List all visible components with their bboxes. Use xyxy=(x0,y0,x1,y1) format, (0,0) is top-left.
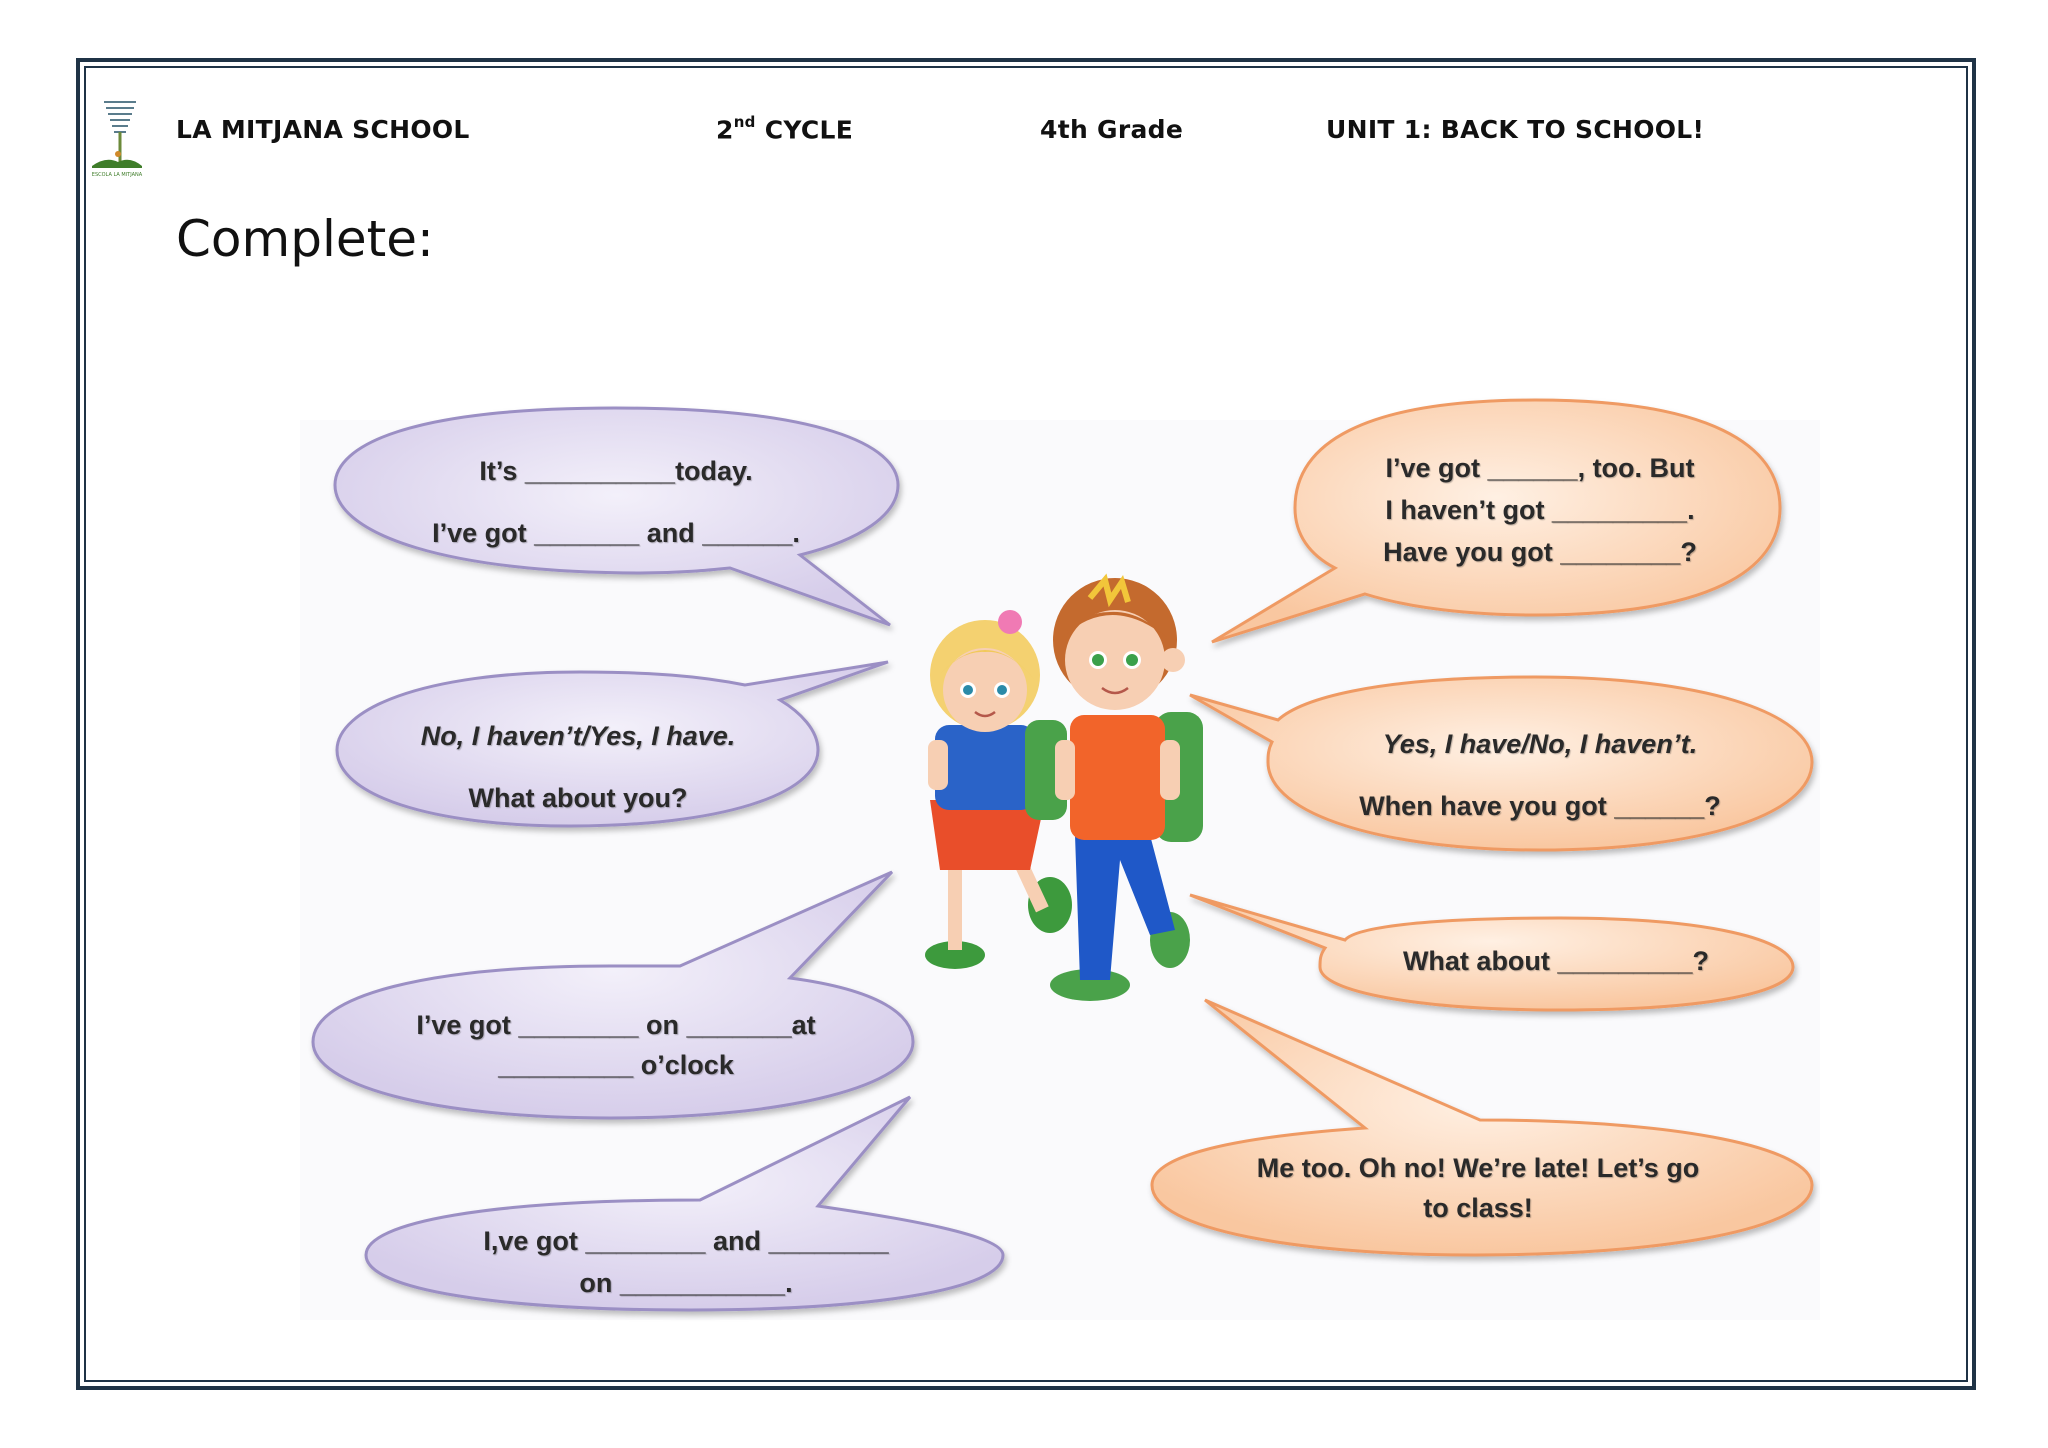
girl-figure xyxy=(925,610,1072,969)
right-bubble-3 xyxy=(1189,893,1795,1012)
left-bubble-4-text: I,ve got ________ and ________ on ______… xyxy=(483,1226,889,1298)
school-logo: ESCOLA LA MITJANA xyxy=(92,101,143,178)
cycle-label: 2nd CYCLE xyxy=(716,113,854,145)
left-bubble-1 xyxy=(333,406,900,627)
right-bubble-4-text: Me too. Oh no! We’re late! Let’s go to c… xyxy=(1256,1153,1700,1223)
right-bubble-3-text: What about _________? xyxy=(1402,946,1710,976)
right-bubble-1-text: I’ve got ______, too. But I haven’t got … xyxy=(1383,453,1697,567)
instruction-heading: Complete: xyxy=(176,210,434,268)
left-bubble-3-text: I’ve got ________ on _______at _________… xyxy=(416,1010,816,1080)
right-bubble-1 xyxy=(1211,398,1782,644)
school-name: LA MITJANA SCHOOL xyxy=(176,115,470,144)
boy-figure xyxy=(1050,573,1203,1001)
unit-title: UNIT 1: BACK TO SCHOOL! xyxy=(1326,115,1705,144)
logo-caption: ESCOLA LA MITJANA xyxy=(92,172,143,178)
right-bubble-4 xyxy=(1150,998,1814,1257)
left-bubble-2-text: No, I haven’t/Yes, I have. What about yo… xyxy=(420,721,736,813)
left-bubble-1-text: It’s __________today. I’ve got _______ a… xyxy=(432,456,800,548)
page-border-inner xyxy=(84,66,1968,1382)
right-bubble-2-text: Yes, I have/No, I haven’t. When have you… xyxy=(1359,729,1721,821)
left-bubble-3 xyxy=(311,870,915,1120)
left-bubble-2 xyxy=(335,660,889,828)
grade-label: 4th Grade xyxy=(1040,115,1184,144)
page-border-outer xyxy=(76,58,1976,1390)
left-bubble-4 xyxy=(364,1095,1005,1312)
right-bubble-2 xyxy=(1189,675,1814,852)
